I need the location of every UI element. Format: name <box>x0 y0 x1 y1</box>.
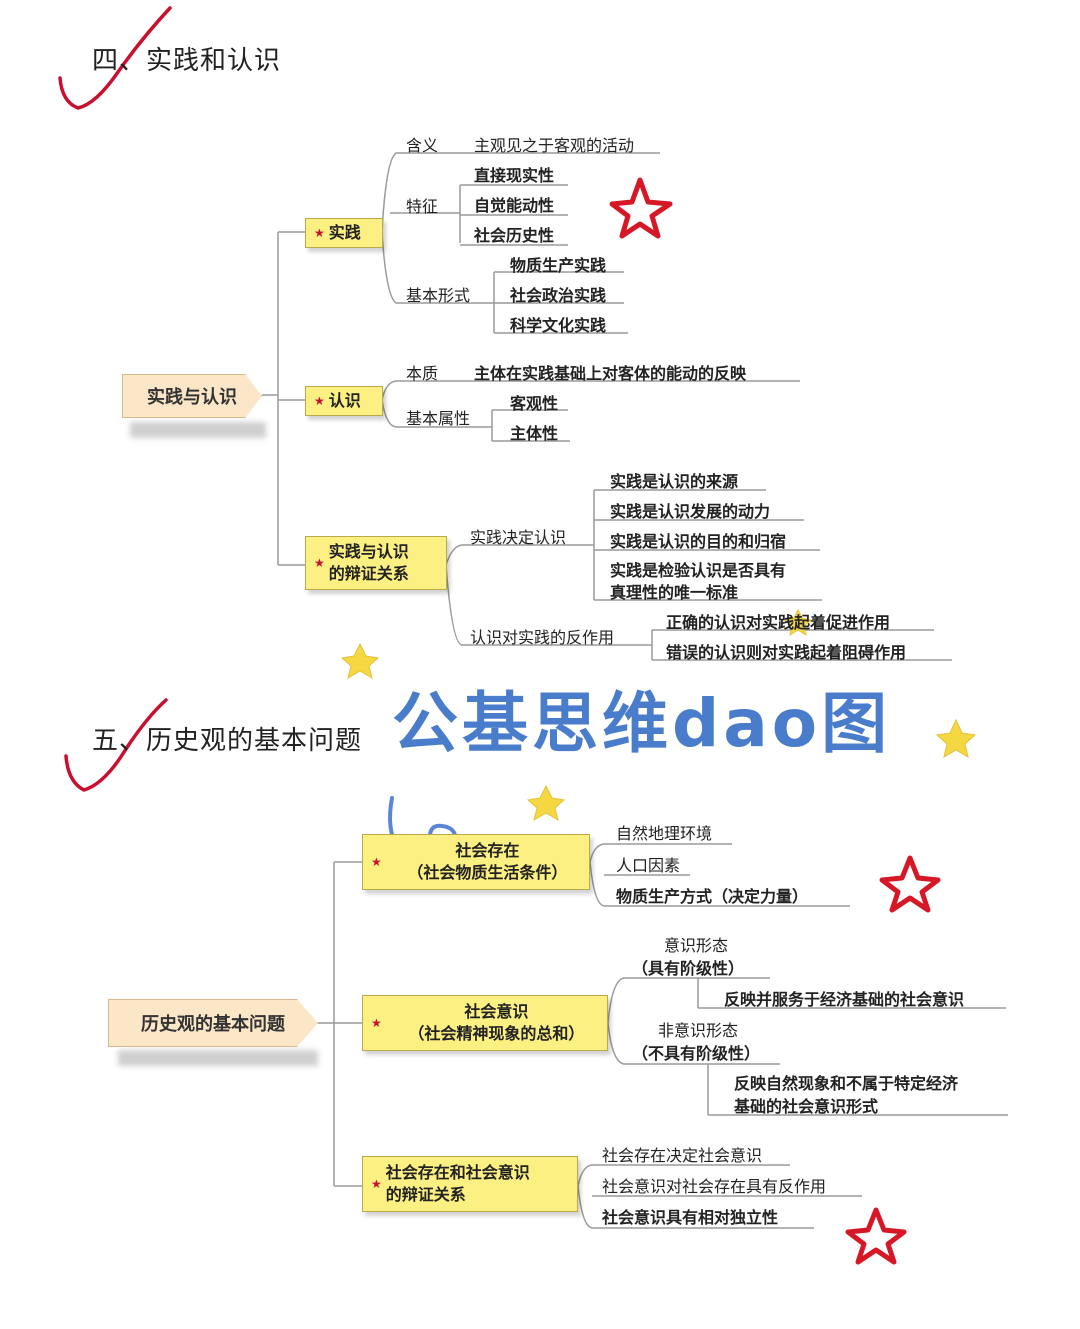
section4-title: 四、实践和认识 <box>92 46 282 76</box>
star-icon: ★ <box>371 1016 382 1030</box>
bc-dialectic-item: 社会存在决定社会意识 <box>602 1146 763 1165</box>
red-star-sticker-icon <box>609 177 941 1265</box>
red-check-icon <box>58 6 172 110</box>
section4-root-node: 实践与认识 <box>122 374 262 418</box>
social-being-line2: （社会物质生活条件） <box>407 863 568 882</box>
section5-root-label: 历史观的基本问题 <box>141 1014 285 1035</box>
practice-feature-item: 直接现实性 <box>474 166 555 185</box>
star-icon: ★ <box>371 855 382 869</box>
practice-form-item: 物质生产实践 <box>510 256 607 275</box>
star-icon: ★ <box>314 226 325 240</box>
non-ideology-line1: 非意识形态 <box>658 1021 739 1040</box>
practice-meaning-value: 主观见之于客观的活动 <box>474 136 635 155</box>
star-icon: ★ <box>314 556 325 570</box>
ideology-line2: （具有阶级性） <box>632 959 745 978</box>
practice-form-item: 社会政治实践 <box>510 286 607 305</box>
cognition-attr-item: 客观性 <box>510 394 559 413</box>
decides-item-last-line2: 真理性的唯一标准 <box>610 583 739 602</box>
practice-features-label: 特征 <box>406 197 439 216</box>
reaction-label: 认识对实践的反作用 <box>470 628 615 647</box>
practice-form-item: 科学文化实践 <box>510 316 607 335</box>
section4-root-label: 实践与认识 <box>147 387 237 408</box>
social-consciousness-line1: 社会意识 <box>464 1002 529 1021</box>
reaction-item: 错误的认识则对实践起着阻碍作用 <box>666 643 907 662</box>
practice-feature-item: 自觉能动性 <box>474 196 555 215</box>
star-icon: ★ <box>371 1177 382 1191</box>
cognition-attr-label: 基本属性 <box>406 409 471 428</box>
decides-label: 实践决定认识 <box>470 528 567 547</box>
decides-item: 实践是认识的来源 <box>610 472 739 491</box>
yellow-star-sticker-icon <box>340 608 977 822</box>
practice-meaning-label: 含义 <box>406 136 439 155</box>
bc-dialectic-line1: 社会存在和社会意识 <box>385 1163 530 1182</box>
section5-title: 五、历史观的基本问题 <box>92 726 363 756</box>
social-being-node: ★ 社会存在 （社会物质生活条件） <box>362 834 590 890</box>
root-shadow <box>118 1050 318 1066</box>
star-icon: ★ <box>314 394 325 408</box>
bc-dialectic-item: 社会意识对社会存在具有反作用 <box>602 1177 827 1196</box>
bc-dialectic-line2: 的辩证关系 <box>385 1185 466 1204</box>
non-ideology-line2: （不具有阶级性） <box>632 1044 761 1063</box>
practice-forms-label: 基本形式 <box>406 286 471 305</box>
bc-dialectic-item: 社会意识具有相对独立性 <box>602 1208 779 1227</box>
non-ideology-desc-line2: 基础的社会意识形式 <box>734 1097 879 1116</box>
being-item: 物质生产方式（决定力量） <box>616 887 809 906</box>
dialectic-node: ★ 实践与认识 的辩证关系 <box>305 536 447 590</box>
cognition-essence-value: 主体在实践基础上对客体的能动的反映 <box>474 364 747 383</box>
cognition-attr-item: 主体性 <box>510 424 559 443</box>
decides-item-last-line1: 实践是检验认识是否具有 <box>610 561 787 580</box>
decides-item: 实践是认识的目的和归宿 <box>610 532 787 551</box>
ideology-desc: 反映并服务于经济基础的社会意识 <box>724 990 965 1009</box>
cognition-label: 认识 <box>328 391 361 410</box>
social-consciousness-node: ★ 社会意识 （社会精神现象的总和） <box>362 995 608 1051</box>
being-item: 人口因素 <box>616 856 681 875</box>
social-consciousness-line2: （社会精神现象的总和） <box>408 1024 585 1043</box>
root-shadow <box>130 422 266 438</box>
watermark-text: 公基思维dao图 <box>392 685 892 762</box>
practice-label: 实践 <box>328 223 361 242</box>
dialectic-label-line2: 的辩证关系 <box>328 564 409 583</box>
dialectic-label-line1: 实践与认识 <box>328 542 409 561</box>
practice-node: ★ 实践 <box>305 218 383 248</box>
section5-root-node: 历史观的基本问题 <box>108 999 318 1047</box>
practice-feature-item: 社会历史性 <box>474 226 555 245</box>
decides-item: 实践是认识发展的动力 <box>610 502 771 521</box>
ideology-line1: 意识形态 <box>664 936 729 955</box>
red-check-icon <box>64 698 168 792</box>
cognition-node: ★ 认识 <box>305 386 383 416</box>
being-consciousness-dialectic-node: ★ 社会存在和社会意识 的辩证关系 <box>362 1156 578 1212</box>
social-being-line1: 社会存在 <box>455 841 520 860</box>
reaction-item: 正确的认识对实践起着促进作用 <box>666 613 891 632</box>
cognition-essence-label: 本质 <box>406 364 439 383</box>
non-ideology-desc-line1: 反映自然现象和不属于特定经济 <box>734 1074 959 1093</box>
being-item: 自然地理环境 <box>616 824 713 843</box>
